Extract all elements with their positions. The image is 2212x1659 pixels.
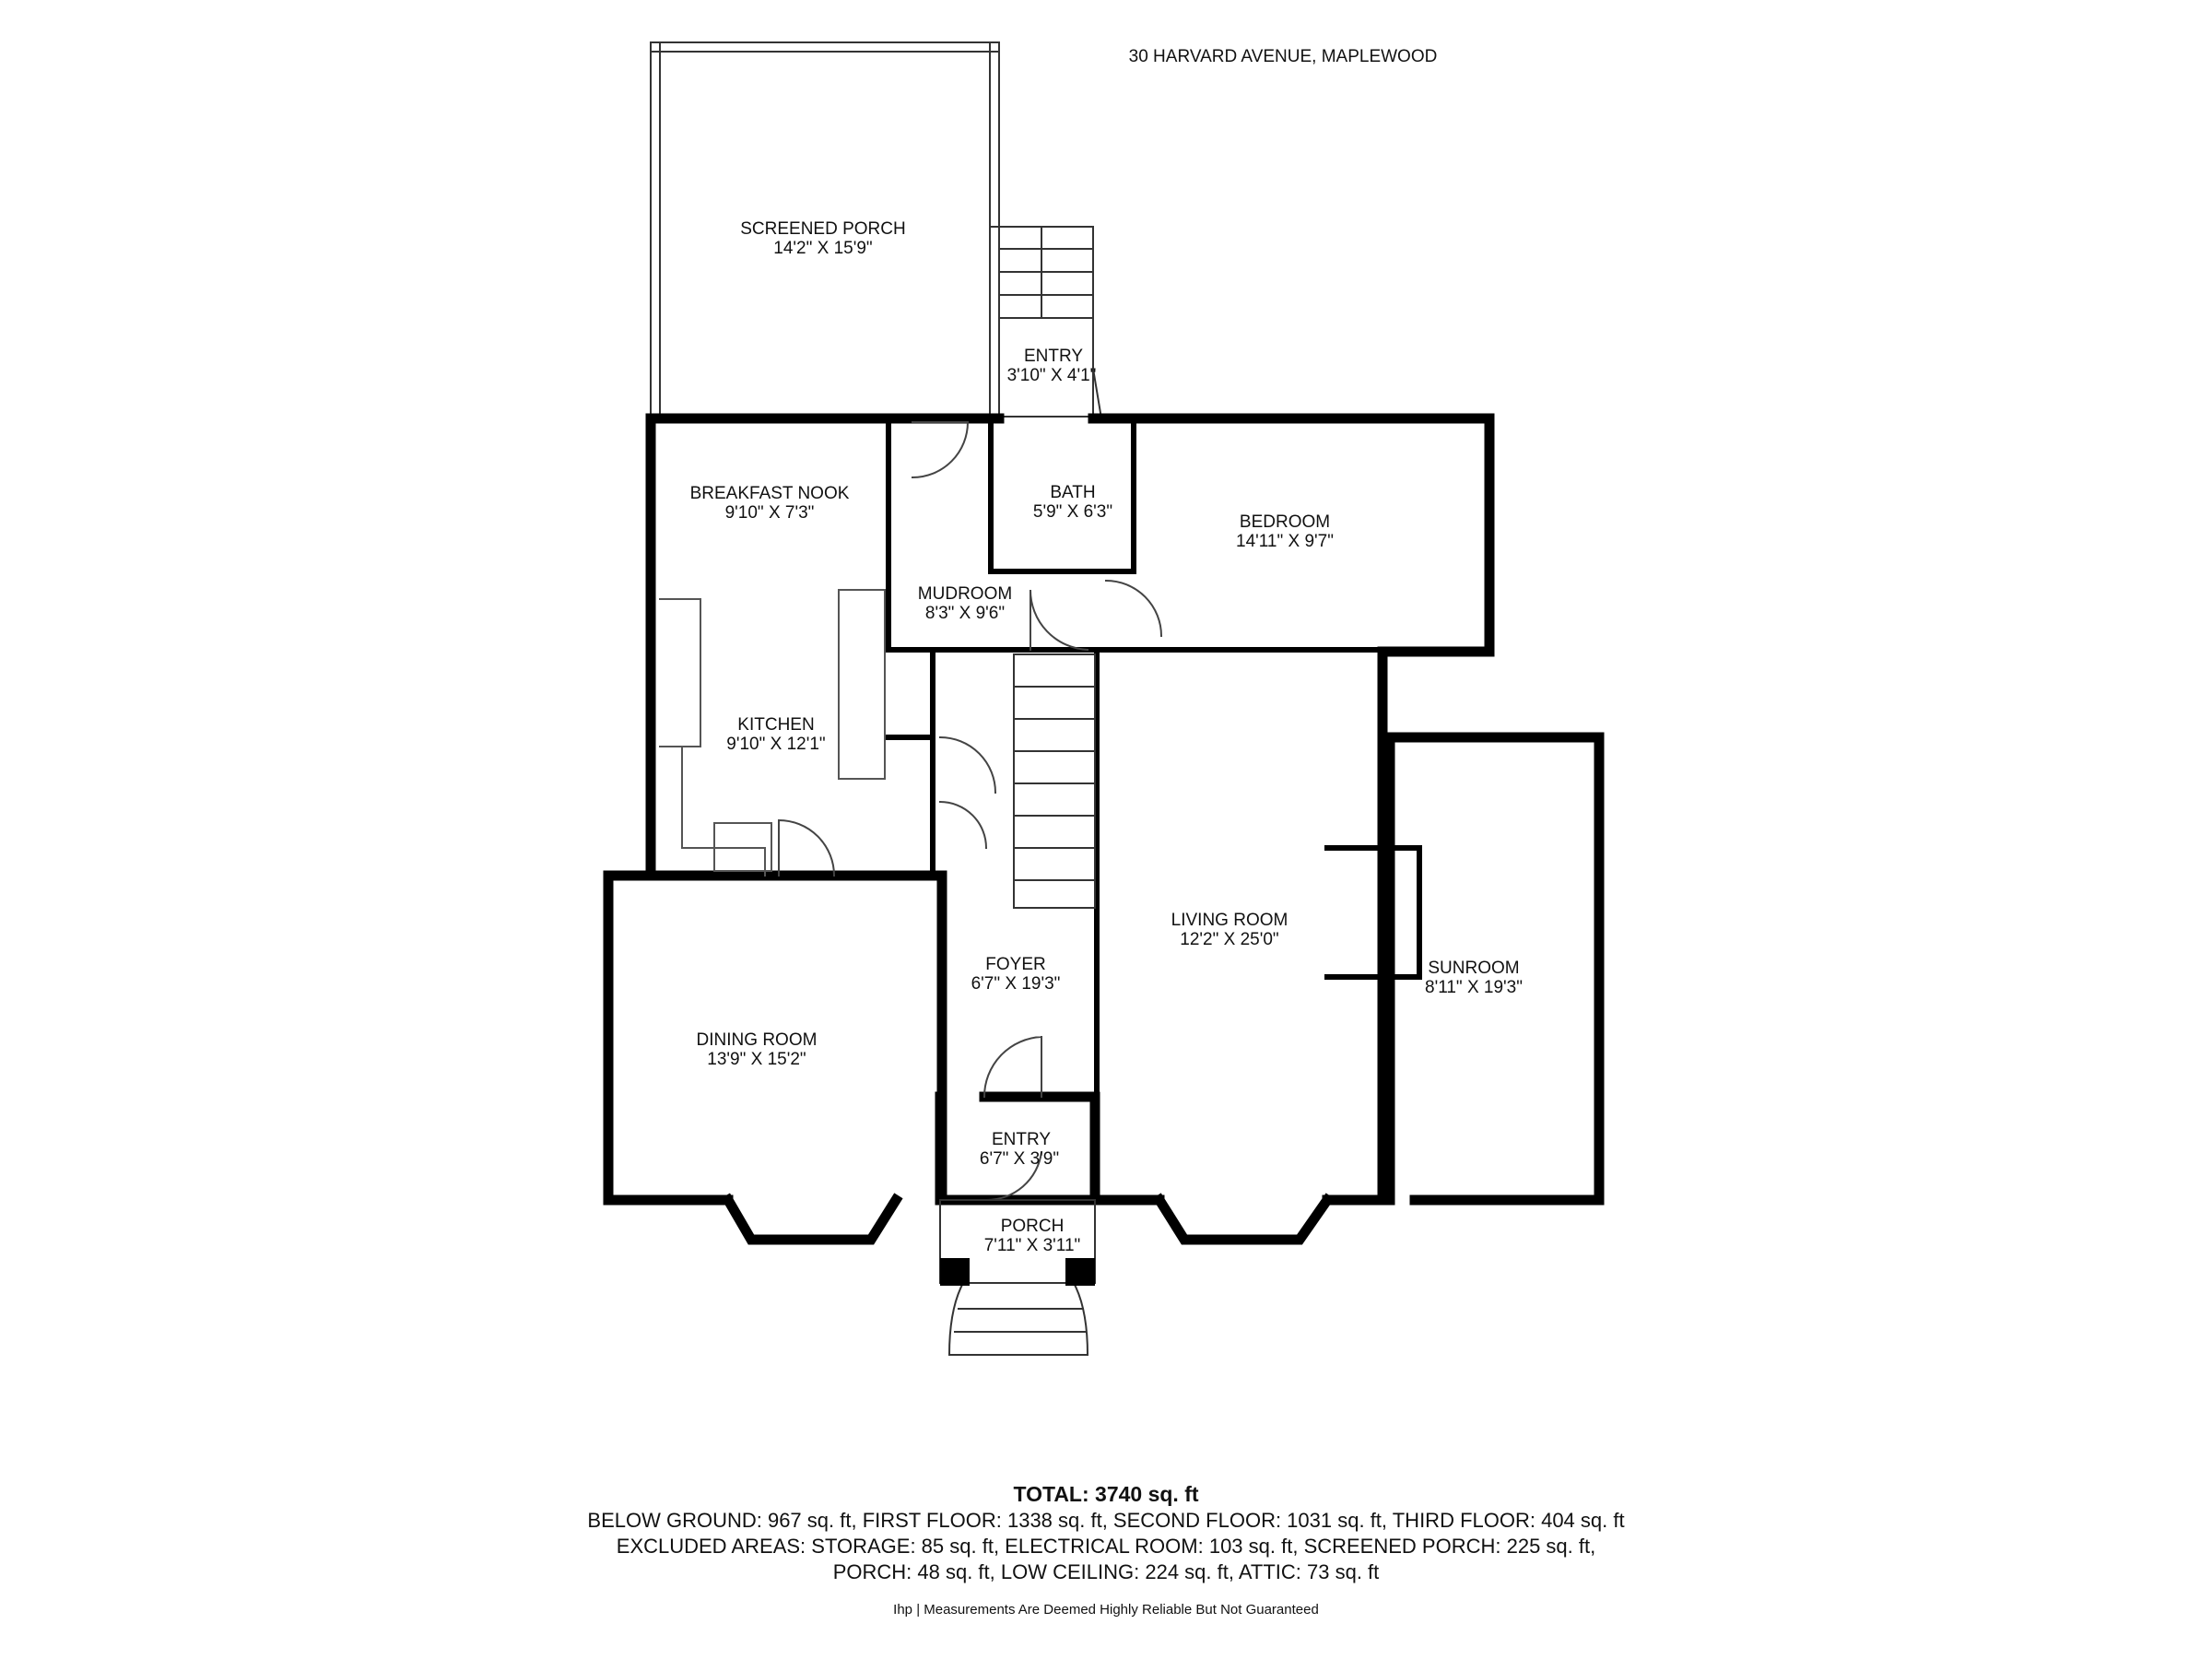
room-name-living-room: LIVING ROOM — [1171, 911, 1288, 930]
area-summary: TOTAL: 3740 sq. ft BELOW GROUND: 967 sq.… — [0, 1480, 2212, 1618]
room-name-bedroom: BEDROOM — [1240, 512, 1330, 532]
total-area: TOTAL: 3740 sq. ft — [1013, 1482, 1199, 1506]
room-name-foyer: FOYER — [985, 955, 1045, 974]
room-dims-breakfast-nook: 9'10" X 7'3" — [725, 503, 815, 523]
room-dims-kitchen: 9'10" X 12'1" — [726, 735, 825, 754]
room-dims-sunroom: 8'11" X 19'3" — [1425, 978, 1523, 997]
room-dims-living-room: 12'2" X 25'0" — [1180, 930, 1278, 949]
room-name-dining-room: DINING ROOM — [697, 1030, 818, 1050]
room-name-entry-front: ENTRY — [992, 1130, 1051, 1149]
room-dims-porch: 7'11" X 3'11" — [984, 1236, 1081, 1255]
excluded-areas-line-1: EXCLUDED AREAS: STORAGE: 85 sq. ft, ELEC… — [616, 1535, 1596, 1558]
room-dims-foyer: 6'7" X 19'3" — [971, 974, 1061, 994]
room-dims-dining-room: 13'9" X 15'2" — [707, 1050, 806, 1069]
room-dims-entry-front: 6'7" X 3'9" — [980, 1149, 1059, 1169]
excluded-areas-line-2: PORCH: 48 sq. ft, LOW CEILING: 224 sq. f… — [832, 1560, 1380, 1583]
room-name-mudroom: MUDROOM — [918, 584, 1012, 604]
room-name-bath: BATH — [1050, 483, 1095, 502]
room-name-sunroom: SUNROOM — [1428, 959, 1519, 978]
room-dims-mudroom: 8'3" X 9'6" — [925, 604, 1005, 623]
room-name-breakfast-nook: BREAKFAST NOOK — [690, 484, 850, 503]
room-name-kitchen: KITCHEN — [737, 715, 814, 735]
address-label: 30 HARVARD AVENUE, MAPLEWOOD — [1129, 47, 1438, 66]
room-name-entry-rear: ENTRY — [1024, 347, 1083, 366]
room-name-porch: PORCH — [1001, 1217, 1065, 1236]
room-dims-screened-porch: 14'2" X 15'9" — [773, 239, 872, 258]
room-dims-bedroom: 14'11" X 9'7" — [1236, 532, 1334, 551]
room-dims-entry-rear: 3'10" X 4'1" — [1007, 366, 1097, 385]
disclaimer: Ihp | Measurements Are Deemed Highly Rel… — [893, 1602, 1319, 1618]
room-name-screened-porch: SCREENED PORCH — [740, 219, 905, 239]
room-dims-bath: 5'9" X 6'3" — [1033, 502, 1112, 522]
floor-areas: BELOW GROUND: 967 sq. ft, FIRST FLOOR: 1… — [587, 1509, 1625, 1532]
